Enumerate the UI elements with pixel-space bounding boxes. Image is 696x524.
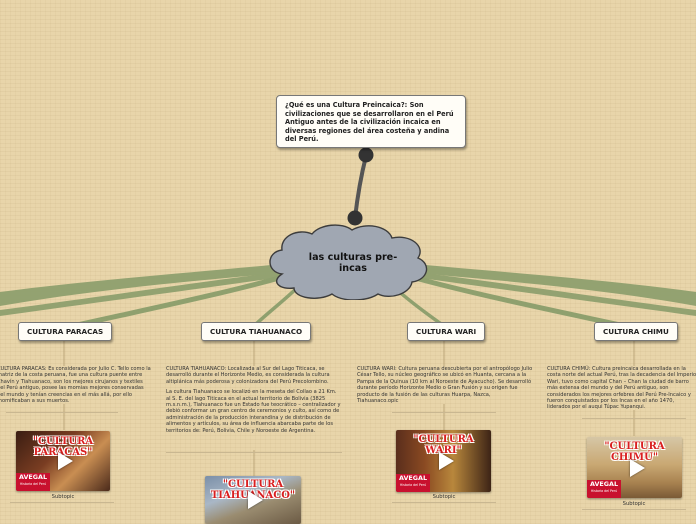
connector-dot-icon xyxy=(347,210,363,226)
play-icon[interactable] xyxy=(629,458,645,477)
divider xyxy=(582,509,686,510)
paracas-description-text: CULTURA PARACAS: Es considerada por Juli… xyxy=(0,366,151,405)
chimu-description-text: CULTURA CHIMÚ: Cultura preincaica desarr… xyxy=(547,366,696,411)
chimu-description: CULTURA CHIMÚ: Cultura preincaica desarr… xyxy=(547,366,696,415)
video-title: "CULTURA WARI" xyxy=(413,434,474,456)
subtopic-wari[interactable]: Subtopic xyxy=(432,494,456,500)
divider xyxy=(6,412,118,413)
divider xyxy=(166,452,342,453)
badge-subtitle: Historia del Perú xyxy=(399,483,427,487)
video-title: "CULTURA CHIMÚ" xyxy=(604,441,665,463)
divider xyxy=(392,412,496,413)
connector-dot-icon xyxy=(358,147,374,163)
tiahuanaco-description-text-2: La cultura Tiahuanaco se localizó en la … xyxy=(166,389,341,434)
paracas-description: CULTURA PARACAS: Es considerada por Juli… xyxy=(0,366,151,408)
tiahuanaco-description-text-1: CULTURA TIAHUANACO: Localizada al Sur de… xyxy=(166,366,330,385)
divider xyxy=(10,502,114,503)
play-icon[interactable] xyxy=(248,491,263,509)
badge-subtitle: Historia del Perú xyxy=(19,482,47,486)
subtopic-paracas[interactable]: Subtopic xyxy=(51,494,75,500)
tiahuanaco-description: CULTURA TIAHUANACO: Localizada al Sur de… xyxy=(166,366,342,438)
badge-subtitle: Historia del Perú xyxy=(590,489,618,493)
topic-cultura-tiahuanaco[interactable]: CULTURA TIAHUANACO xyxy=(201,322,312,341)
play-icon[interactable] xyxy=(58,452,73,470)
badge-text: AVEGAL xyxy=(398,474,428,482)
wari-description: CULTURA WARI: Cultura peruana descubiert… xyxy=(357,366,533,408)
divider xyxy=(392,502,496,503)
topic-cultura-wari[interactable]: CULTURA WARI xyxy=(407,322,486,341)
badge-text: AVEGAL xyxy=(589,480,619,488)
tiahuanaco-video-thumbnail[interactable]: "CULTURA TIAHUANACO" xyxy=(205,476,301,524)
badge-text: AVEGAL xyxy=(18,473,48,481)
topic-cultura-paracas[interactable]: CULTURA PARACAS xyxy=(18,322,113,341)
wari-description-text: CULTURA WARI: Cultura peruana descubiert… xyxy=(357,366,533,405)
subtopic-chimu[interactable]: Subtopic xyxy=(622,501,646,507)
main-topic-label[interactable]: las culturas pre-incas xyxy=(308,252,398,274)
question-node[interactable]: ¿Qué es una Cultura Preincaica?: Son civ… xyxy=(276,95,466,148)
topic-cultura-chimu[interactable]: CULTURA CHIMU xyxy=(594,322,678,341)
question-connector xyxy=(353,155,368,219)
divider xyxy=(582,418,686,419)
main-topic-cloud[interactable] xyxy=(262,222,434,300)
play-icon[interactable] xyxy=(438,452,454,470)
